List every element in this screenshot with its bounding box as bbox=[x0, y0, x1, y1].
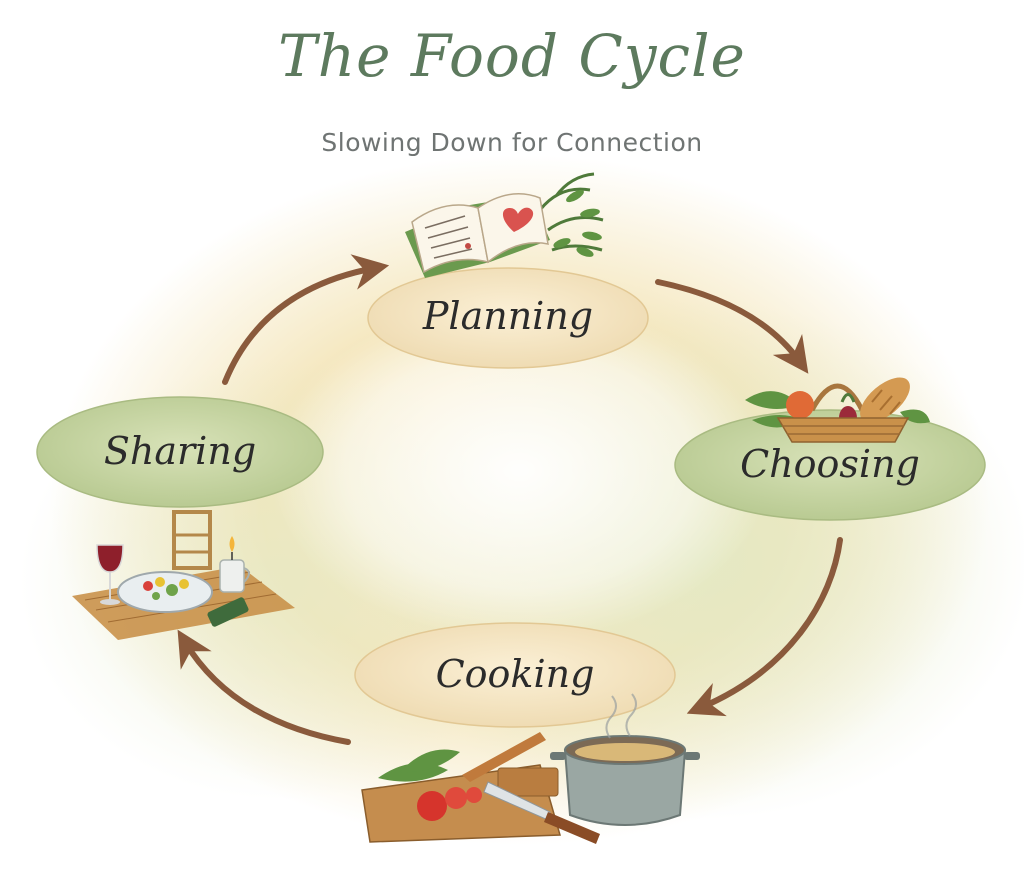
sharing-node bbox=[36, 396, 324, 508]
food-basket-icon bbox=[745, 377, 930, 443]
dinner-table-icon bbox=[72, 510, 295, 640]
arrow-cooking-to-sharing bbox=[177, 629, 351, 745]
arrow-sharing-to-planning bbox=[222, 254, 390, 385]
cycle-arrows bbox=[177, 254, 843, 745]
choosing-label: Choosing bbox=[740, 442, 920, 486]
sharing-label: Sharing bbox=[103, 429, 257, 473]
diagram-subtitle: Slowing Down for Connection bbox=[321, 128, 703, 157]
cutting-board-pot-icon bbox=[361, 693, 700, 844]
arrow-choosing-to-cooking bbox=[686, 537, 843, 717]
choosing-node bbox=[674, 409, 986, 521]
cooking-node bbox=[354, 622, 676, 728]
recipe-book-icon bbox=[405, 172, 604, 278]
arrow-planning-to-choosing bbox=[655, 279, 809, 374]
diagram-title: The Food Cycle bbox=[278, 22, 746, 90]
cooking-label: Cooking bbox=[435, 652, 595, 696]
planning-label: Planning bbox=[422, 294, 594, 338]
planning-node bbox=[367, 267, 649, 369]
